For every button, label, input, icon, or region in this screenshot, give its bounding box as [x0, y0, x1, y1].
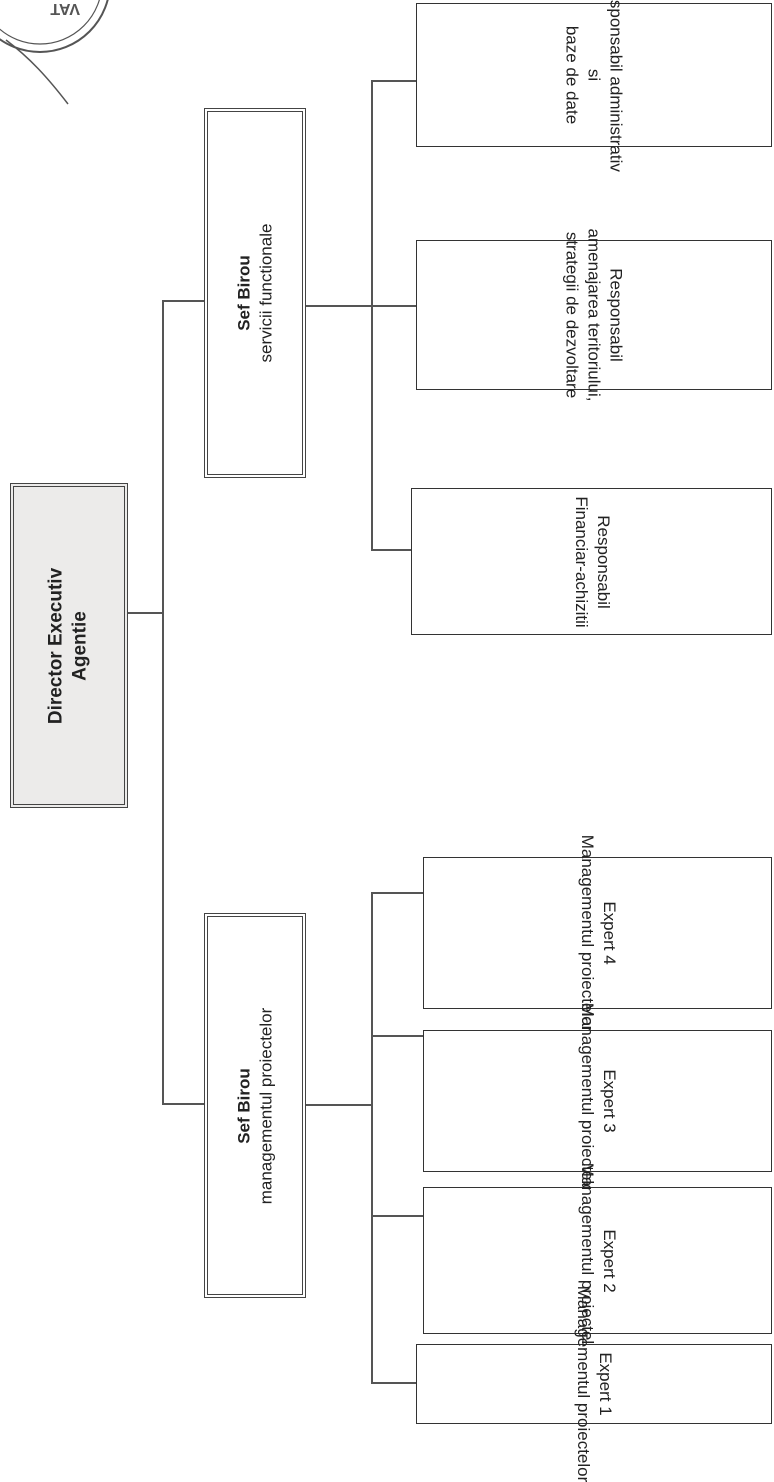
svg-text:VAT: VAT	[50, 0, 80, 17]
connector-resp-admin	[371, 80, 416, 82]
connector-to-sef-servicii	[162, 300, 204, 302]
director-subtitle: Agentie	[70, 610, 91, 681]
connector-expert3	[371, 1035, 423, 1037]
expert3-title: Expert 3	[599, 1069, 619, 1133]
connector-servicii-stub	[306, 305, 372, 307]
connector-director-trunk	[128, 612, 163, 614]
expert1-box: Expert 1 Managementul proiectelor	[416, 1286, 772, 1482]
expert4-box: Expert 4 Managementul proiectelor	[423, 835, 772, 1031]
resp-admin-box: Responsabil administrativ si baze de dat…	[416, 0, 772, 172]
pen-stroke	[5, 39, 69, 105]
resp-financiar-box: Responsabil Financiar-achizitii	[411, 488, 772, 635]
resp-amenajare-line2: amenajarea teritoriului,	[584, 228, 604, 402]
connector-management-stub	[306, 1104, 372, 1106]
seal-stamp: VAT	[0, 0, 109, 53]
director-title: Director Executiv	[45, 567, 67, 724]
sef-servicii-title: Sef Birou	[234, 255, 254, 331]
expert1-title: Expert 1	[595, 1352, 615, 1416]
connector-expert2	[371, 1215, 423, 1217]
sef-management-title: Sef Birou	[234, 1067, 254, 1144]
resp-amenajare-line1: Responsabil	[606, 268, 626, 362]
resp-financiar-line2: Financiar-achizitii	[571, 495, 591, 628]
connector-resp-financiar	[371, 549, 411, 551]
connector-servicii-trunk	[371, 80, 373, 550]
connector-to-sef-management	[162, 1103, 204, 1105]
sef-management-subtitle: managementul proiectelor	[256, 1007, 275, 1204]
connector-expert4	[371, 892, 423, 894]
connector-main-trunk	[162, 300, 164, 1103]
resp-amenajare-line3: strategii de dezvoltare	[563, 231, 583, 399]
connector-resp-amenajare	[371, 305, 416, 307]
resp-admin-line3: baze de date	[563, 25, 583, 125]
sef-servicii-subtitle: servicii functionale	[256, 223, 275, 363]
connector-expert1	[371, 1382, 416, 1384]
expert2-title: Expert 2	[599, 1228, 619, 1293]
resp-admin-line2: si	[584, 68, 604, 82]
expert1-subtitle: Managementul proiectelor	[574, 1285, 593, 1482]
resp-financiar-line1: Responsabil	[593, 514, 613, 609]
sef-management-box: Sef Birou managementul proiectelor	[204, 913, 306, 1298]
resp-amenajare-box: Responsabil amenajarea teritoriului, str…	[416, 229, 772, 401]
director-box: Director Executiv Agentie	[10, 483, 128, 808]
sef-servicii-box: Sef Birou servicii functionale	[204, 108, 306, 478]
expert3-box: Expert 3 Managementul proiectelor	[423, 1003, 772, 1199]
resp-admin-line1: Responsabil administrativ	[606, 0, 626, 172]
expert4-title: Expert 4	[599, 901, 619, 965]
expert2-box: Expert 2 Managementul proiectelor	[423, 1162, 772, 1359]
connector-management-trunk	[371, 892, 373, 1382]
